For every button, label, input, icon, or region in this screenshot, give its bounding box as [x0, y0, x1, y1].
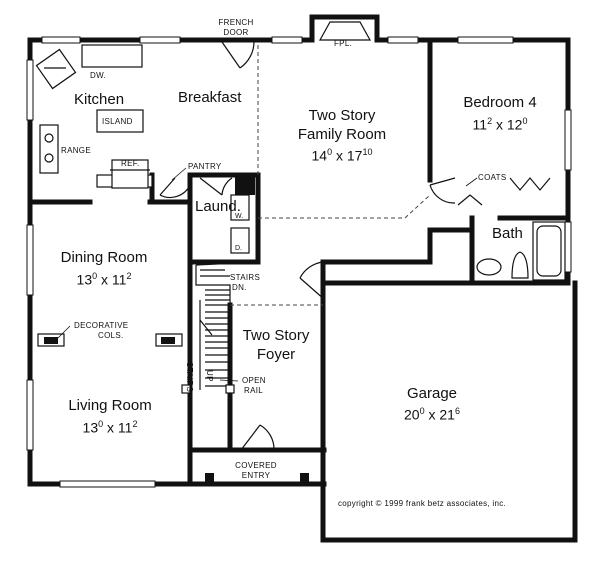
stairs-down-label-2: DN.	[232, 283, 247, 292]
washer-label: W.	[235, 213, 244, 220]
family-room-name-2: Family Room	[297, 126, 387, 143]
bedroom-dimensions: 112 x 120	[472, 116, 528, 133]
range-label: RANGE	[61, 146, 91, 155]
laundry-machines	[230, 177, 255, 254]
dining-room-label: Dining Room	[60, 249, 148, 266]
family-room-dimensions: 140 x 1710	[311, 147, 373, 164]
fireplace-label: FPL.	[334, 39, 353, 48]
bath-label: Bath	[492, 225, 523, 242]
decorative-cols-label-2: COLS.	[98, 331, 124, 340]
decorative-cols-label-1: DECORATIVE	[74, 321, 129, 330]
bedroom-label: Bedroom 4	[463, 94, 537, 111]
french-door-label-2: DOOR	[223, 28, 249, 37]
covered-entry-label-1: COVERED	[235, 461, 277, 470]
dryer-label: D.	[235, 245, 242, 252]
copyright-notice: copyright © 1999 frank betz associates, …	[338, 499, 507, 508]
living-room-label: Living Room	[68, 397, 152, 414]
dishwasher-label: DW.	[90, 71, 107, 80]
french-door-label-1: FRENCH	[218, 18, 254, 27]
family-room-name-1: Two Story	[308, 107, 376, 124]
kitchen-label: Kitchen	[74, 91, 125, 108]
windows	[26, 36, 572, 488]
pantry-label: PANTRY	[188, 162, 222, 171]
stairs-down-label-1: STAIRS	[230, 273, 261, 282]
living-room-dimensions: 130 x 112	[82, 419, 138, 436]
garage-label: Garage	[406, 385, 458, 402]
open-rail-label-2: RAIL	[244, 386, 263, 395]
foyer-name-1: Two Story	[242, 327, 310, 344]
covered-entry-label-2: ENTRY	[241, 471, 271, 480]
foyer-name-2: Foyer	[256, 346, 296, 363]
refrigerator-label: REF.	[121, 159, 140, 168]
laundry-label: Laund.	[195, 198, 241, 215]
dashed-lines	[230, 45, 431, 306]
dining-room-dimensions: 130 x 112	[76, 271, 132, 288]
stairs	[181, 261, 259, 394]
open-rail-label-1: OPEN	[242, 376, 266, 385]
stairs-up-label-2: UP	[205, 370, 214, 382]
breakfast-label: Breakfast	[178, 89, 242, 106]
garage-dimensions: 200 x 216	[404, 406, 460, 423]
entry-posts	[205, 473, 309, 482]
kitchen-fixtures	[35, 44, 153, 189]
island-label: ISLAND	[102, 117, 133, 126]
coats-label: COATS	[478, 173, 507, 182]
bath-fixtures	[476, 221, 566, 281]
decorative-columns	[37, 333, 183, 347]
stairs-up-label-1: STAIRS	[185, 362, 194, 393]
doors	[159, 41, 551, 451]
fireplace	[318, 21, 372, 41]
